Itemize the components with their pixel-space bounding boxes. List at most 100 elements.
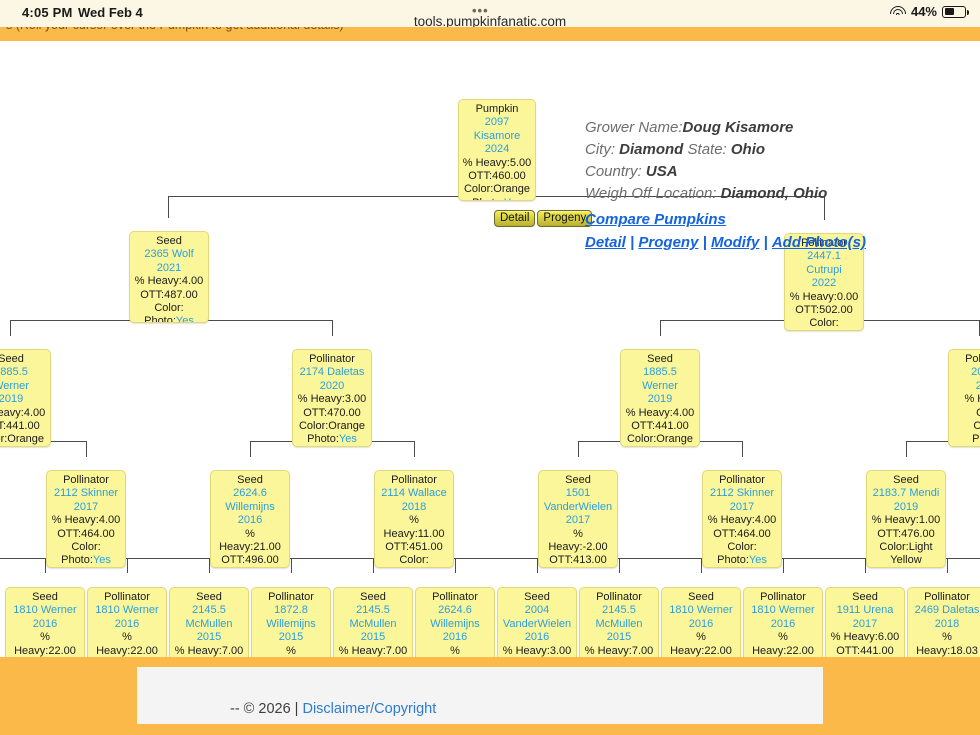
node-year[interactable]: 2017: [73, 500, 99, 513]
node-heavy: % Heavy:4.00: [51, 514, 121, 527]
node-year[interactable]: 2020: [952, 380, 980, 393]
node-year[interactable]: 2019: [647, 393, 673, 406]
node-role: Pollinator: [63, 474, 109, 486]
node-photo: Photo:Yes: [133, 315, 205, 323]
node-year[interactable]: 2016: [114, 617, 140, 630]
node-year[interactable]: 2017: [852, 617, 878, 630]
node-year[interactable]: 2022: [811, 277, 837, 290]
disclaimer-copyright-link[interactable]: Disclaimer/Copyright: [302, 701, 437, 717]
status-right-cluster: 44%: [889, 4, 969, 19]
node-name[interactable]: 2114 Wallace: [381, 487, 447, 500]
node-color: Color:: [952, 420, 980, 433]
node-name[interactable]: 2145.5 McMullen 2015: [595, 604, 643, 644]
progeny-link[interactable]: Progeny: [638, 234, 699, 251]
add-photos-link[interactable]: Add Photo(s): [771, 234, 866, 251]
node-role: Pumpkin: [475, 103, 519, 115]
node-name[interactable]: 2183.7 Mendi: [872, 487, 940, 500]
connector: [865, 558, 866, 573]
node-name[interactable]: 2004 VanderWielen 2016: [502, 604, 572, 644]
node-name[interactable]: 2112 Skinner: [53, 487, 118, 500]
node-year[interactable]: 2018: [934, 617, 960, 630]
node-ott: OTT:413.00: [549, 554, 607, 567]
detail-link[interactable]: Detail: [585, 234, 626, 251]
node-year[interactable]: 2019: [0, 393, 24, 406]
node-role: Seed: [32, 591, 58, 603]
node-photo-value[interactable]: Yes: [92, 554, 111, 567]
grower-name-value: Doug Kisamore: [682, 119, 794, 136]
country-value: USA: [645, 163, 678, 180]
node-name[interactable]: 1911 Urena: [836, 604, 894, 617]
connector: [414, 441, 415, 457]
node-name[interactable]: 2365 Wolf 2021: [144, 248, 194, 274]
node-photo: Photo:Yes: [706, 554, 778, 567]
node-heavy: % Heavy:4.00: [707, 514, 777, 527]
node-year[interactable]: 2016: [688, 617, 714, 630]
footer-card: [137, 667, 823, 724]
node-year[interactable]: 2024: [484, 143, 510, 156]
progeny-button[interactable]: Progeny: [537, 210, 593, 227]
node-name[interactable]: 1885.5 Werner: [0, 366, 29, 392]
node-year[interactable]: 2017: [729, 500, 755, 513]
modify-link[interactable]: Modify: [710, 234, 760, 251]
node-name[interactable]: 1810 Werner: [751, 604, 815, 617]
node-photo-value[interactable]: Yes: [748, 554, 767, 567]
address-bar[interactable]: tools.pumpkinfanatic.com: [0, 14, 980, 32]
node-ott: OTT:496.00: [221, 554, 279, 567]
node-ott: OTT:441.00: [0, 420, 40, 433]
connector: [660, 320, 661, 336]
node-name[interactable]: 2447.1 Cutrupi: [806, 250, 842, 276]
node-name[interactable]: 2174 Daletas: [299, 366, 365, 379]
node-year[interactable]: 2018: [401, 500, 427, 513]
node-photo-label: Photo:: [144, 315, 176, 323]
node-name[interactable]: 1501 VanderWielen 2017: [543, 487, 613, 527]
node-year[interactable]: 2016: [32, 617, 58, 630]
node-color: Color:Light Yellow: [879, 541, 933, 567]
detail-button[interactable]: Detail: [494, 210, 536, 227]
node-name[interactable]: 2624.6 Willemijns 2016: [225, 487, 275, 527]
node-color: Color:Orange: [463, 183, 531, 196]
node-name[interactable]: 2145.5 McMullen 2015: [185, 604, 233, 644]
connector: [127, 558, 128, 573]
footer-text: -- © 2026 | Disclaimer/Copyright: [230, 701, 436, 717]
node-year[interactable]: 2019: [893, 500, 919, 513]
tree-node[interactable]: Pollinator2096.52020% Heavy:OTT:Color:Ph…: [948, 349, 980, 447]
node-year[interactable]: 2016: [770, 617, 796, 630]
connector: [86, 441, 87, 457]
node-name[interactable]: 2112 Skinner: [709, 487, 774, 500]
node-ott: OTT:460.00: [468, 170, 526, 183]
node-photo-value[interactable]: Yes: [338, 433, 357, 446]
node-name[interactable]: 2469 Daletas: [914, 604, 980, 617]
node-name[interactable]: 2096.5: [971, 366, 980, 379]
safari-tab-dots-icon[interactable]: •••: [472, 3, 489, 18]
node-role: Seed: [524, 591, 550, 603]
battery-percent: 44%: [910, 4, 937, 19]
node-name[interactable]: 1872.8 Willemijns 2015: [266, 604, 316, 644]
node-name[interactable]: 1810 Werner: [95, 604, 159, 617]
node-name[interactable]: 1885.5 Werner: [642, 366, 678, 392]
compare-row: Compare Pumpkins: [585, 209, 980, 231]
country-label: Country:: [585, 163, 642, 180]
node-name[interactable]: 2145.5 McMullen 2015: [349, 604, 397, 644]
node-name[interactable]: 2097 Kisamore: [473, 116, 521, 142]
node-name[interactable]: 1810 Werner: [669, 604, 733, 617]
compare-pumpkins-link[interactable]: Compare Pumpkins: [585, 211, 726, 228]
node-photo-value[interactable]: Yes: [175, 315, 194, 323]
node-year[interactable]: 2020: [319, 379, 345, 392]
node-photo: Photo:Yes: [296, 433, 368, 446]
node-name[interactable]: 2624.6 Willemijns 2016: [430, 604, 480, 644]
node-name[interactable]: 1810 Werner: [13, 604, 77, 617]
node-role: Pollinator: [965, 353, 980, 365]
node-photo-value[interactable]: Yes: [504, 197, 522, 200]
